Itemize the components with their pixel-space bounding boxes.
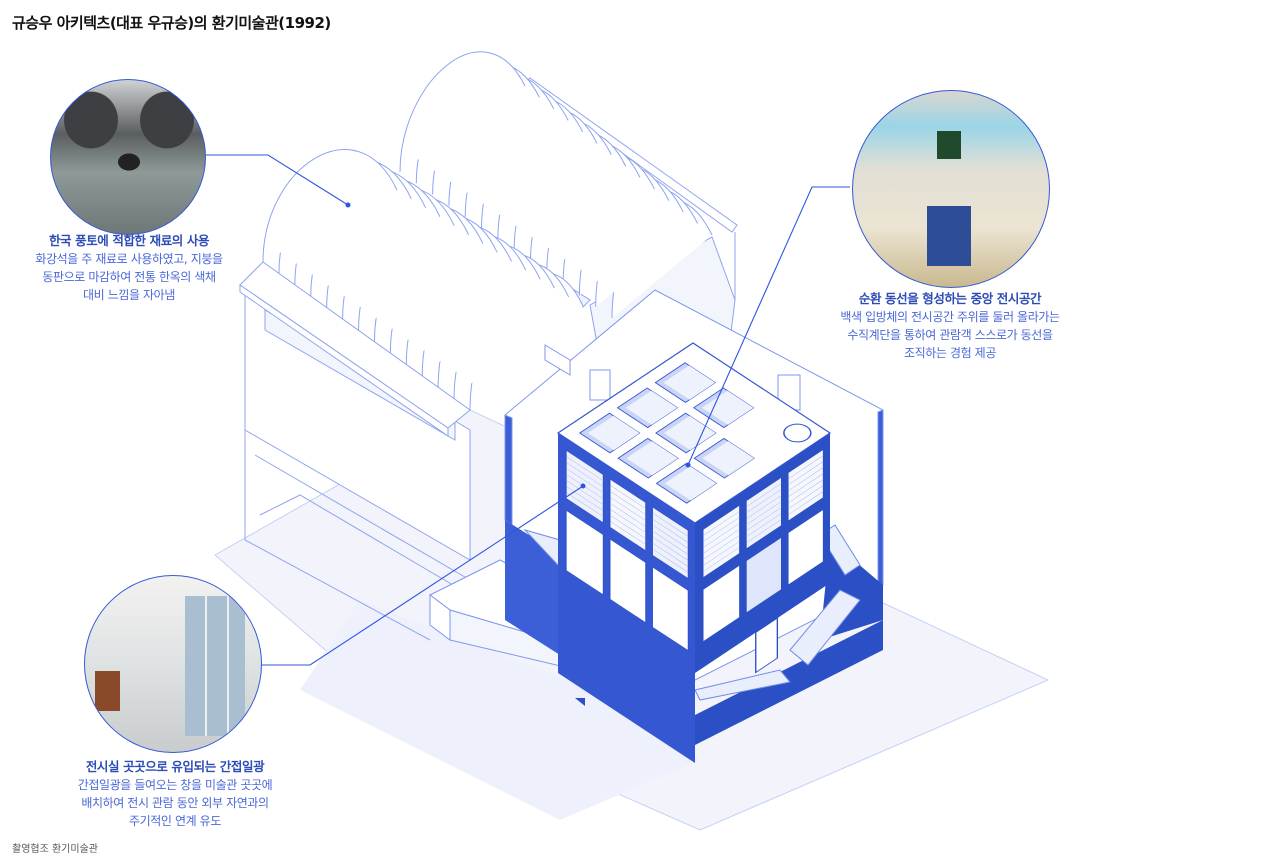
leader-lines <box>206 154 850 666</box>
vault-rib <box>262 149 398 263</box>
callout-daylight: 전시실 곳곳으로 유입되는 간접일광 간접일광을 들여오는 창을 미술관 곳곳에… <box>40 758 310 830</box>
callout-text: 배치하여 전시 관람 동안 외부 자연과의 <box>81 796 269 810</box>
marker-dot <box>345 202 351 208</box>
photo-credit: 촬영협조 환기미술관 <box>12 844 98 855</box>
marker-dot <box>685 462 691 468</box>
callout-materials: 한국 풍토에 적합한 재료의 사용 화강석을 주 재료로 사용하였고, 지붕을 … <box>0 232 258 304</box>
callout-text: 주기적인 연계 유도 <box>129 814 221 828</box>
callout-text: 조직하는 경험 제공 <box>904 346 996 360</box>
callout-text: 화강석을 주 재료로 사용하였고, 지붕을 <box>35 252 223 266</box>
window <box>565 509 604 596</box>
photo-central-gallery <box>852 90 1050 288</box>
marker-dot <box>580 483 586 489</box>
callout-heading: 한국 풍토에 적합한 재료의 사용 <box>48 233 210 248</box>
photo-granite-interior <box>50 79 206 235</box>
callout-heading: 순환 동선을 형성하는 중앙 전시공간 <box>858 291 1042 306</box>
callout-heading: 전시실 곳곳으로 유입되는 간접일광 <box>85 759 265 774</box>
window <box>609 538 647 624</box>
photo-indirect-light <box>84 575 262 753</box>
vault-roof <box>262 51 713 411</box>
callout-circulation: 순환 동선을 형성하는 중앙 전시공간 백색 입방체의 전시공간 주위를 둘러 … <box>800 290 1100 362</box>
window <box>652 566 689 652</box>
central-cube <box>556 342 832 764</box>
window <box>702 564 740 643</box>
window <box>745 536 782 614</box>
callout-text: 간접일광을 들여오는 창을 미술관 곳곳에 <box>77 778 273 792</box>
page-title: 규승우 아키텍츠(대표 우규승)의 환기미술관(1992) <box>12 14 331 32</box>
callout-text: 수직계단을 통하여 관람객 스스로가 동선을 <box>847 328 1053 342</box>
stair-right <box>789 589 861 666</box>
callout-text: 동판으로 마감하여 전통 한옥의 색채 <box>42 270 216 284</box>
stair-bottom <box>694 669 791 701</box>
vault-rib <box>399 51 526 173</box>
window <box>787 508 824 586</box>
ground-plane-lower <box>300 600 700 820</box>
callout-text: 대비 느낌을 자아냄 <box>83 288 175 302</box>
callout-text: 백색 입방체의 전시공간 주위를 둘러 올라가는 <box>840 310 1060 324</box>
